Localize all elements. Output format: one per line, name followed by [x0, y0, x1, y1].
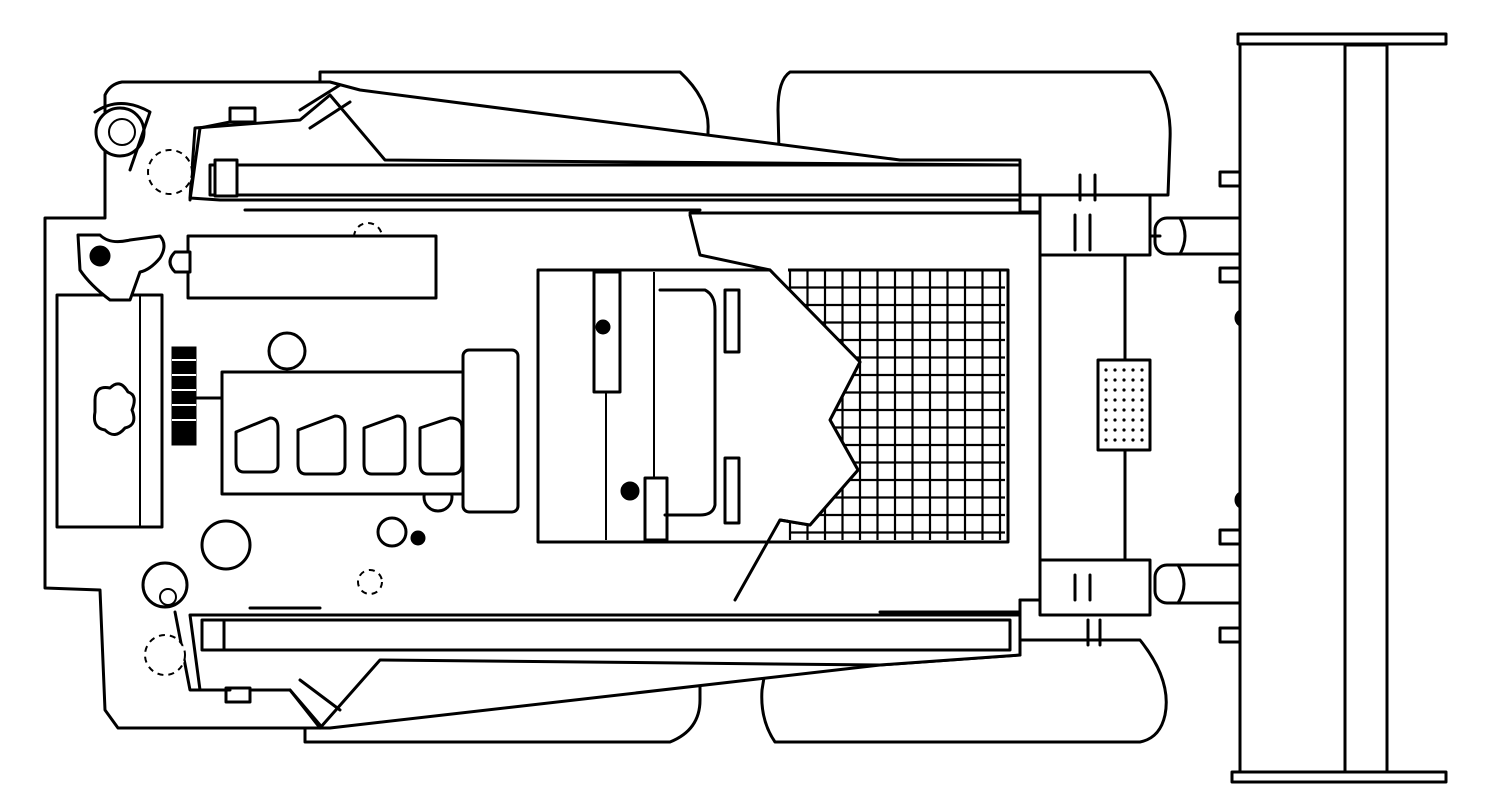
- front-attachment-blade: [1230, 32, 1448, 784]
- step-plate-texture: [1104, 368, 1144, 442]
- front-step-plate: [1096, 358, 1152, 452]
- lower-arm-pivot-bracket: [200, 618, 226, 652]
- lower-pivot-ring: [141, 561, 189, 609]
- fuel-cap-icon: [93, 382, 136, 436]
- radiator-fan: [171, 346, 197, 446]
- upper-arm-mount: [228, 106, 257, 124]
- engine: [220, 348, 520, 514]
- upper-arm-pivot-bracket: [213, 158, 239, 198]
- engine-cylinder-2: [296, 414, 347, 476]
- lower-arm-mount: [224, 686, 252, 704]
- fuel-filter: [376, 516, 408, 548]
- upper-lift-arm: [188, 83, 1022, 212]
- rear-hitch: [76, 233, 166, 302]
- air-cleaner: [200, 519, 252, 571]
- engine-cylinder-3: [362, 414, 407, 476]
- oil-filter: [267, 331, 307, 371]
- cab-floor-grid: [768, 268, 1005, 540]
- engine-cylinder-4: [418, 416, 464, 476]
- battery: [186, 234, 438, 300]
- engine-cylinder-1: [234, 416, 280, 474]
- pivot-rings: [93, 102, 189, 609]
- front-frame: [1038, 173, 1152, 647]
- rear-counterweight: [55, 293, 164, 529]
- lower-lift-arm: [173, 606, 1022, 730]
- flywheel-housing: [461, 348, 520, 514]
